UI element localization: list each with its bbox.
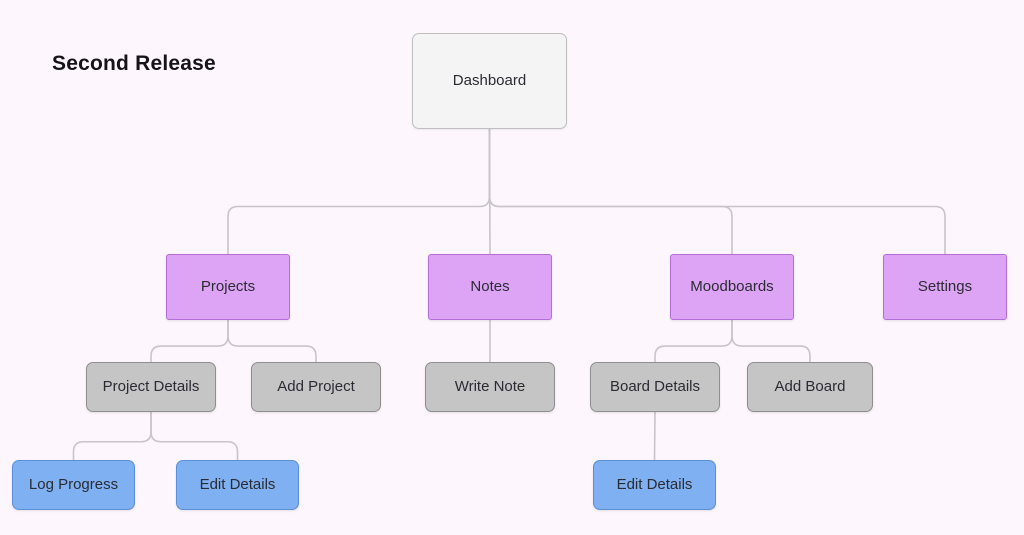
node-project-details[interactable]: Project Details bbox=[86, 362, 216, 412]
edge-board-details-to-edit-details-2 bbox=[653, 411, 656, 461]
node-dashboard[interactable]: Dashboard bbox=[412, 33, 567, 129]
node-settings[interactable]: Settings bbox=[883, 254, 1007, 320]
node-log-progress[interactable]: Log Progress bbox=[12, 460, 135, 510]
node-label: Notes bbox=[470, 278, 510, 295]
node-label: Settings bbox=[917, 278, 973, 295]
node-edit-details-2[interactable]: Edit Details bbox=[593, 460, 716, 510]
node-label: Add Project bbox=[277, 378, 355, 395]
node-label: Dashboard bbox=[452, 72, 527, 89]
node-label: Write Note bbox=[454, 378, 526, 395]
node-edit-details-1[interactable]: Edit Details bbox=[176, 460, 299, 510]
node-label: Add Board bbox=[774, 378, 846, 395]
node-projects[interactable]: Projects bbox=[166, 254, 290, 320]
node-add-project[interactable]: Add Project bbox=[251, 362, 381, 412]
node-label: Edit Details bbox=[199, 476, 276, 493]
node-label: Board Details bbox=[609, 378, 701, 395]
edge-moodboards-to-add-board bbox=[731, 319, 811, 363]
edge-dashboard-to-notes bbox=[488, 128, 491, 255]
node-label: Moodboards bbox=[690, 278, 774, 295]
node-moodboards[interactable]: Moodboards bbox=[670, 254, 794, 320]
edge-projects-to-project-details bbox=[150, 319, 229, 363]
node-add-board[interactable]: Add Board bbox=[747, 362, 873, 412]
edge-moodboards-to-board-details bbox=[654, 319, 733, 363]
edge-dashboard-to-settings bbox=[488, 128, 946, 255]
edge-dashboard-to-moodboards bbox=[488, 128, 733, 255]
node-label: Project Details bbox=[102, 378, 200, 395]
edge-project-details-to-edit-details-1 bbox=[150, 411, 239, 461]
edge-projects-to-add-project bbox=[227, 319, 317, 363]
edge-project-details-to-log-progress bbox=[72, 411, 152, 461]
node-label: Log Progress bbox=[28, 476, 119, 493]
node-board-details[interactable]: Board Details bbox=[590, 362, 720, 412]
node-write-note[interactable]: Write Note bbox=[425, 362, 555, 412]
diagram-title: Second Release bbox=[52, 52, 216, 75]
node-notes[interactable]: Notes bbox=[428, 254, 552, 320]
node-label: Edit Details bbox=[616, 476, 693, 493]
edge-dashboard-to-projects bbox=[227, 128, 491, 255]
node-label: Projects bbox=[200, 278, 256, 295]
